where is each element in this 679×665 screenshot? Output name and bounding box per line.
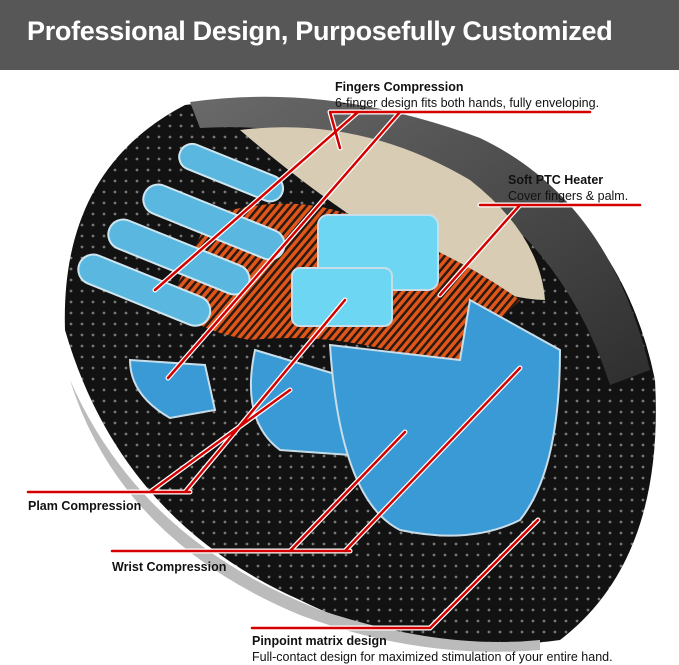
- callout-pinpoint-matrix: Pinpoint matrix design Full-contact desi…: [252, 633, 613, 665]
- callout-heading: Fingers Compression: [335, 80, 464, 94]
- callout-heading: Pinpoint matrix design: [252, 634, 387, 648]
- header-bar: Professional Design, Purposefully Custom…: [0, 0, 679, 70]
- callout-heading: Wrist Compression: [112, 560, 227, 574]
- page-title: Professional Design, Purposefully Custom…: [27, 16, 613, 46]
- callout-fingers-compression: Fingers Compression 6-finger design fits…: [335, 79, 599, 111]
- callout-heading: Plam Compression: [28, 499, 142, 513]
- callout-description: Full-contact design for maximized stimul…: [252, 650, 613, 664]
- callout-soft-ptc-heater: Soft PTC Heater Cover fingers & palm.: [508, 172, 628, 204]
- callout-description: Cover fingers & palm.: [508, 189, 629, 203]
- callout-description: 6-finger design fits both hands, fully e…: [335, 96, 600, 110]
- finger-pads: [77, 142, 286, 327]
- callout-wrist-compression: Wrist Compression: [112, 559, 226, 575]
- callout-heading: Soft PTC Heater: [508, 173, 604, 187]
- callout-palm-compression: Plam Compression: [28, 498, 141, 514]
- callout-lines: [25, 109, 643, 631]
